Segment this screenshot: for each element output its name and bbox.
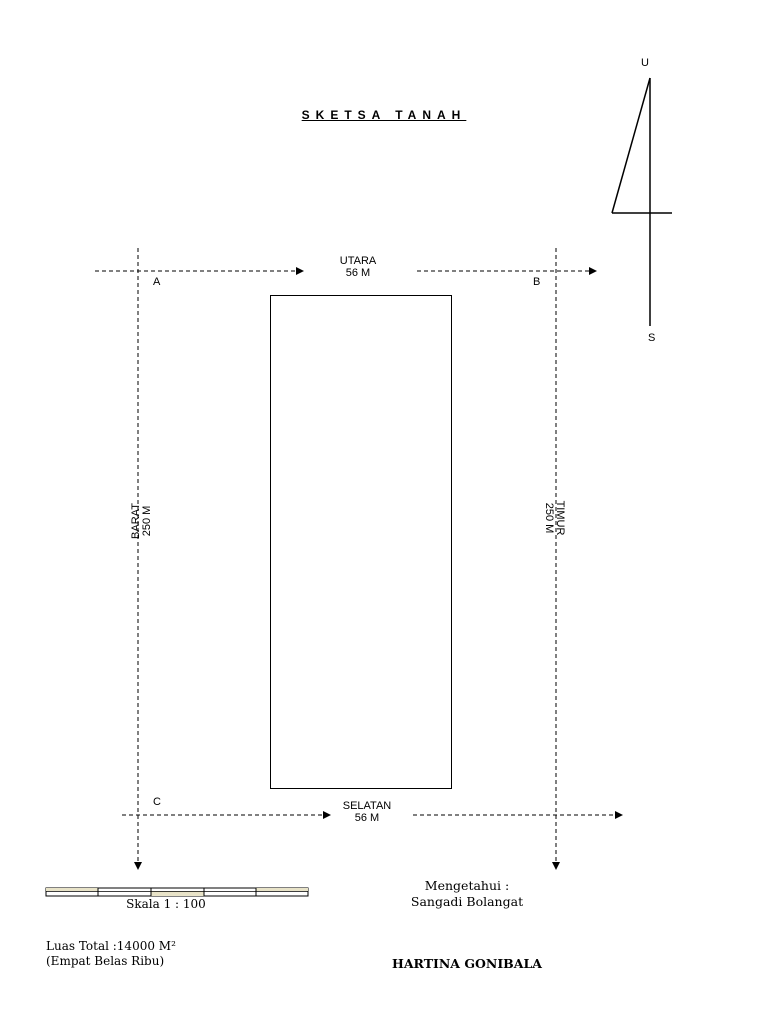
north-side-length: 56 M <box>345 267 371 279</box>
corner-c-label: C <box>153 796 161 808</box>
east-side-length: 250 M <box>543 502 555 534</box>
scale-segment-1 <box>46 888 98 891</box>
acknowledgement-heading: Mengetahui : <box>424 878 510 893</box>
north-side-label: UTARA 56 M <box>318 255 398 279</box>
north-side-name: UTARA <box>339 255 377 267</box>
corner-a-label: A <box>153 276 161 288</box>
scale-label: Skala 1 : 100 <box>126 897 206 911</box>
compass-north-label: U <box>641 57 649 69</box>
compass <box>611 77 672 326</box>
page-title: SKETSA TANAH <box>301 108 467 122</box>
corner-b-label: B <box>533 276 541 288</box>
scale-segment-5 <box>256 888 308 891</box>
acknowledgement: Mengetahui : Sangadi Bolangat <box>367 878 567 910</box>
area-words: (Empat Belas Ribu) <box>46 954 165 968</box>
area-total: Luas Total :14000 M² <box>46 939 176 953</box>
south-side-name: SELATAN <box>342 800 392 812</box>
acknowledgement-role: Sangadi Bolangat <box>410 894 524 909</box>
east-side-name: TIMUR <box>554 500 566 536</box>
south-side-label: SELATAN 56 M <box>327 800 407 824</box>
west-side-length: 250 M <box>141 505 153 537</box>
compass-needle-edge <box>611 77 651 214</box>
scale-segment-3 <box>151 891 204 896</box>
land-plot <box>270 295 452 789</box>
compass-south-label: S <box>648 332 656 344</box>
scale-bar <box>45 887 309 897</box>
south-side-length: 56 M <box>354 812 380 824</box>
signatory-name: HARTINA GONIBALA <box>392 956 542 971</box>
area-info: Luas Total :14000 M² (Empat Belas Ribu) <box>46 939 176 969</box>
west-side-label: BARAT 250 M <box>130 481 155 561</box>
east-side-label: TIMUR 250 M <box>541 478 566 558</box>
